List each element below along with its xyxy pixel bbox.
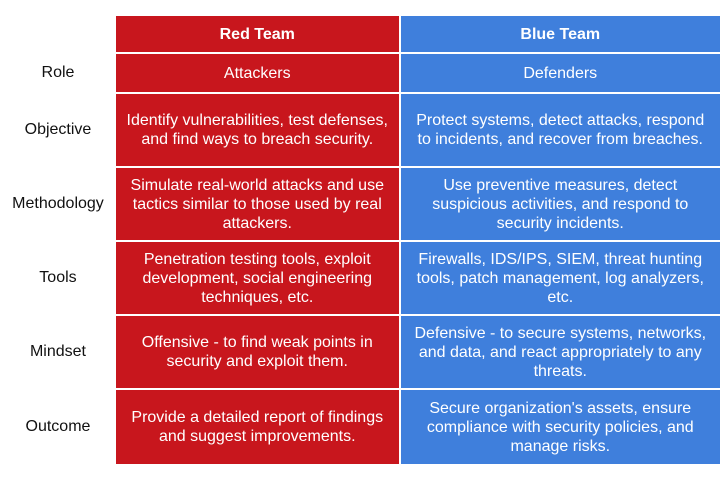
row-label-role: Role — [0, 52, 116, 92]
red-cell-tools: Penetration testing tools, exploit devel… — [115, 240, 401, 314]
table-row-outcome: Outcome Provide a detailed report of fin… — [0, 388, 720, 464]
row-label-tools: Tools — [0, 240, 116, 314]
table-row-tools: Tools Penetration testing tools, exploit… — [0, 240, 720, 314]
row-label-outcome: Outcome — [0, 388, 116, 464]
red-cell-methodology: Simulate real-world attacks and use tact… — [115, 166, 401, 240]
red-cell-mindset: Offensive - to find weak points in secur… — [115, 314, 401, 388]
red-cell-objective: Identify vulnerabilities, test defenses,… — [115, 92, 401, 166]
header-corner — [0, 16, 116, 52]
blue-cell-outcome: Secure organization's assets, ensure com… — [400, 388, 720, 464]
red-vs-blue-team-table: Red Team Blue Team Role Attackers Defend… — [0, 16, 720, 464]
red-cell-outcome: Provide a detailed report of findings an… — [115, 388, 401, 464]
blue-cell-role: Defenders — [400, 52, 720, 92]
table-row-mindset: Mindset Offensive - to find weak points … — [0, 314, 720, 388]
table-row-objective: Objective Identify vulnerabilities, test… — [0, 92, 720, 166]
row-label-objective: Objective — [0, 92, 116, 166]
blue-cell-methodology: Use preventive measures, detect suspicio… — [400, 166, 720, 240]
blue-cell-mindset: Defensive - to secure systems, networks,… — [400, 314, 720, 388]
table-row-methodology: Methodology Simulate real-world attacks … — [0, 166, 720, 240]
red-team-header: Red Team — [115, 16, 401, 52]
blue-cell-objective: Protect systems, detect attacks, respond… — [400, 92, 720, 166]
row-label-mindset: Mindset — [0, 314, 116, 388]
table-header-row: Red Team Blue Team — [0, 16, 720, 52]
blue-team-header: Blue Team — [400, 16, 720, 52]
table-row-role: Role Attackers Defenders — [0, 52, 720, 92]
blue-cell-tools: Firewalls, IDS/IPS, SIEM, threat hunting… — [400, 240, 720, 314]
red-cell-role: Attackers — [115, 52, 401, 92]
row-label-methodology: Methodology — [0, 166, 116, 240]
